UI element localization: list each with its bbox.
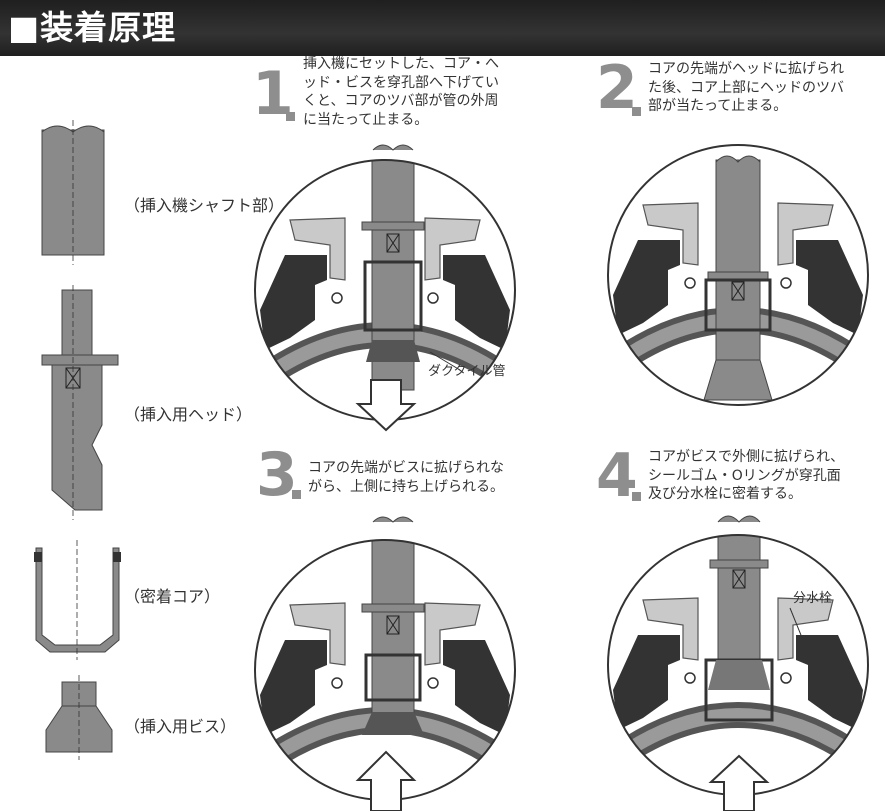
step-3-description: コアの先端がビスに拡げられな がら、上側に持ち上げられる。 (308, 459, 504, 496)
step-4-dot (632, 492, 641, 501)
part-label-bis: （挿入用ビス） (124, 717, 237, 736)
step-1-line: 挿入機にセットした、コア・へ (303, 56, 499, 72)
step-2-number: 2 (596, 53, 638, 123)
step-1-dot (286, 112, 295, 121)
step-1-line: ッド・ビスを穿孔部へ下げてい (303, 74, 499, 91)
step-4-line: シールゴム・Oリングが穿孔面 (648, 467, 841, 484)
step-2-line: コアの先端がヘッドに拡げられ (648, 61, 844, 77)
step-3-line: コアの先端がビスに拡げられな (308, 460, 504, 476)
step-1-description: 挿入機にセットした、コア・へ ッド・ビスを穿孔部へ下げてい くと、コアのツバ部が… (303, 55, 499, 129)
step-2-dot (632, 107, 641, 116)
step-4-line: 及び分水栓に密着する。 (648, 486, 802, 502)
page-title: ■装着原理 (8, 8, 177, 47)
step-1-line: に当たって止まる。 (303, 111, 429, 128)
step-1-line: くと、コアのツバ部が管の外周 (303, 93, 499, 109)
callout-valve: 分水栓 (793, 591, 833, 606)
callout-ductile-pipe: ダクタイル管 (428, 364, 506, 379)
step-4-number: 4 (596, 441, 638, 511)
part-label-shaft: （挿入機シャフト部） (124, 196, 285, 215)
part-label-core: （密着コア） (124, 587, 221, 606)
step-2-line: た後、コア上部にヘッドのツバ (648, 79, 844, 96)
step-4-description: コアがビスで外側に拡げられ、 シールゴム・Oリングが穿孔面 及び分水栓に密着する… (648, 448, 844, 504)
step-3-dot (292, 490, 301, 499)
step-2-line: 部が当たって止まる。 (648, 98, 788, 114)
step-4-line: コアがビスで外側に拡げられ、 (648, 449, 845, 465)
header-bar: ■装着原理 (0, 0, 885, 56)
part-label-head: （挿入用ヘッド） (124, 405, 253, 424)
step-3-number: 3 (256, 440, 298, 510)
step-3-line: がら、上側に持ち上げられる。 (308, 478, 504, 495)
step-2-description: コアの先端がヘッドに拡げられ た後、コア上部にヘッドのツバ 部が当たって止まる。 (648, 60, 844, 116)
